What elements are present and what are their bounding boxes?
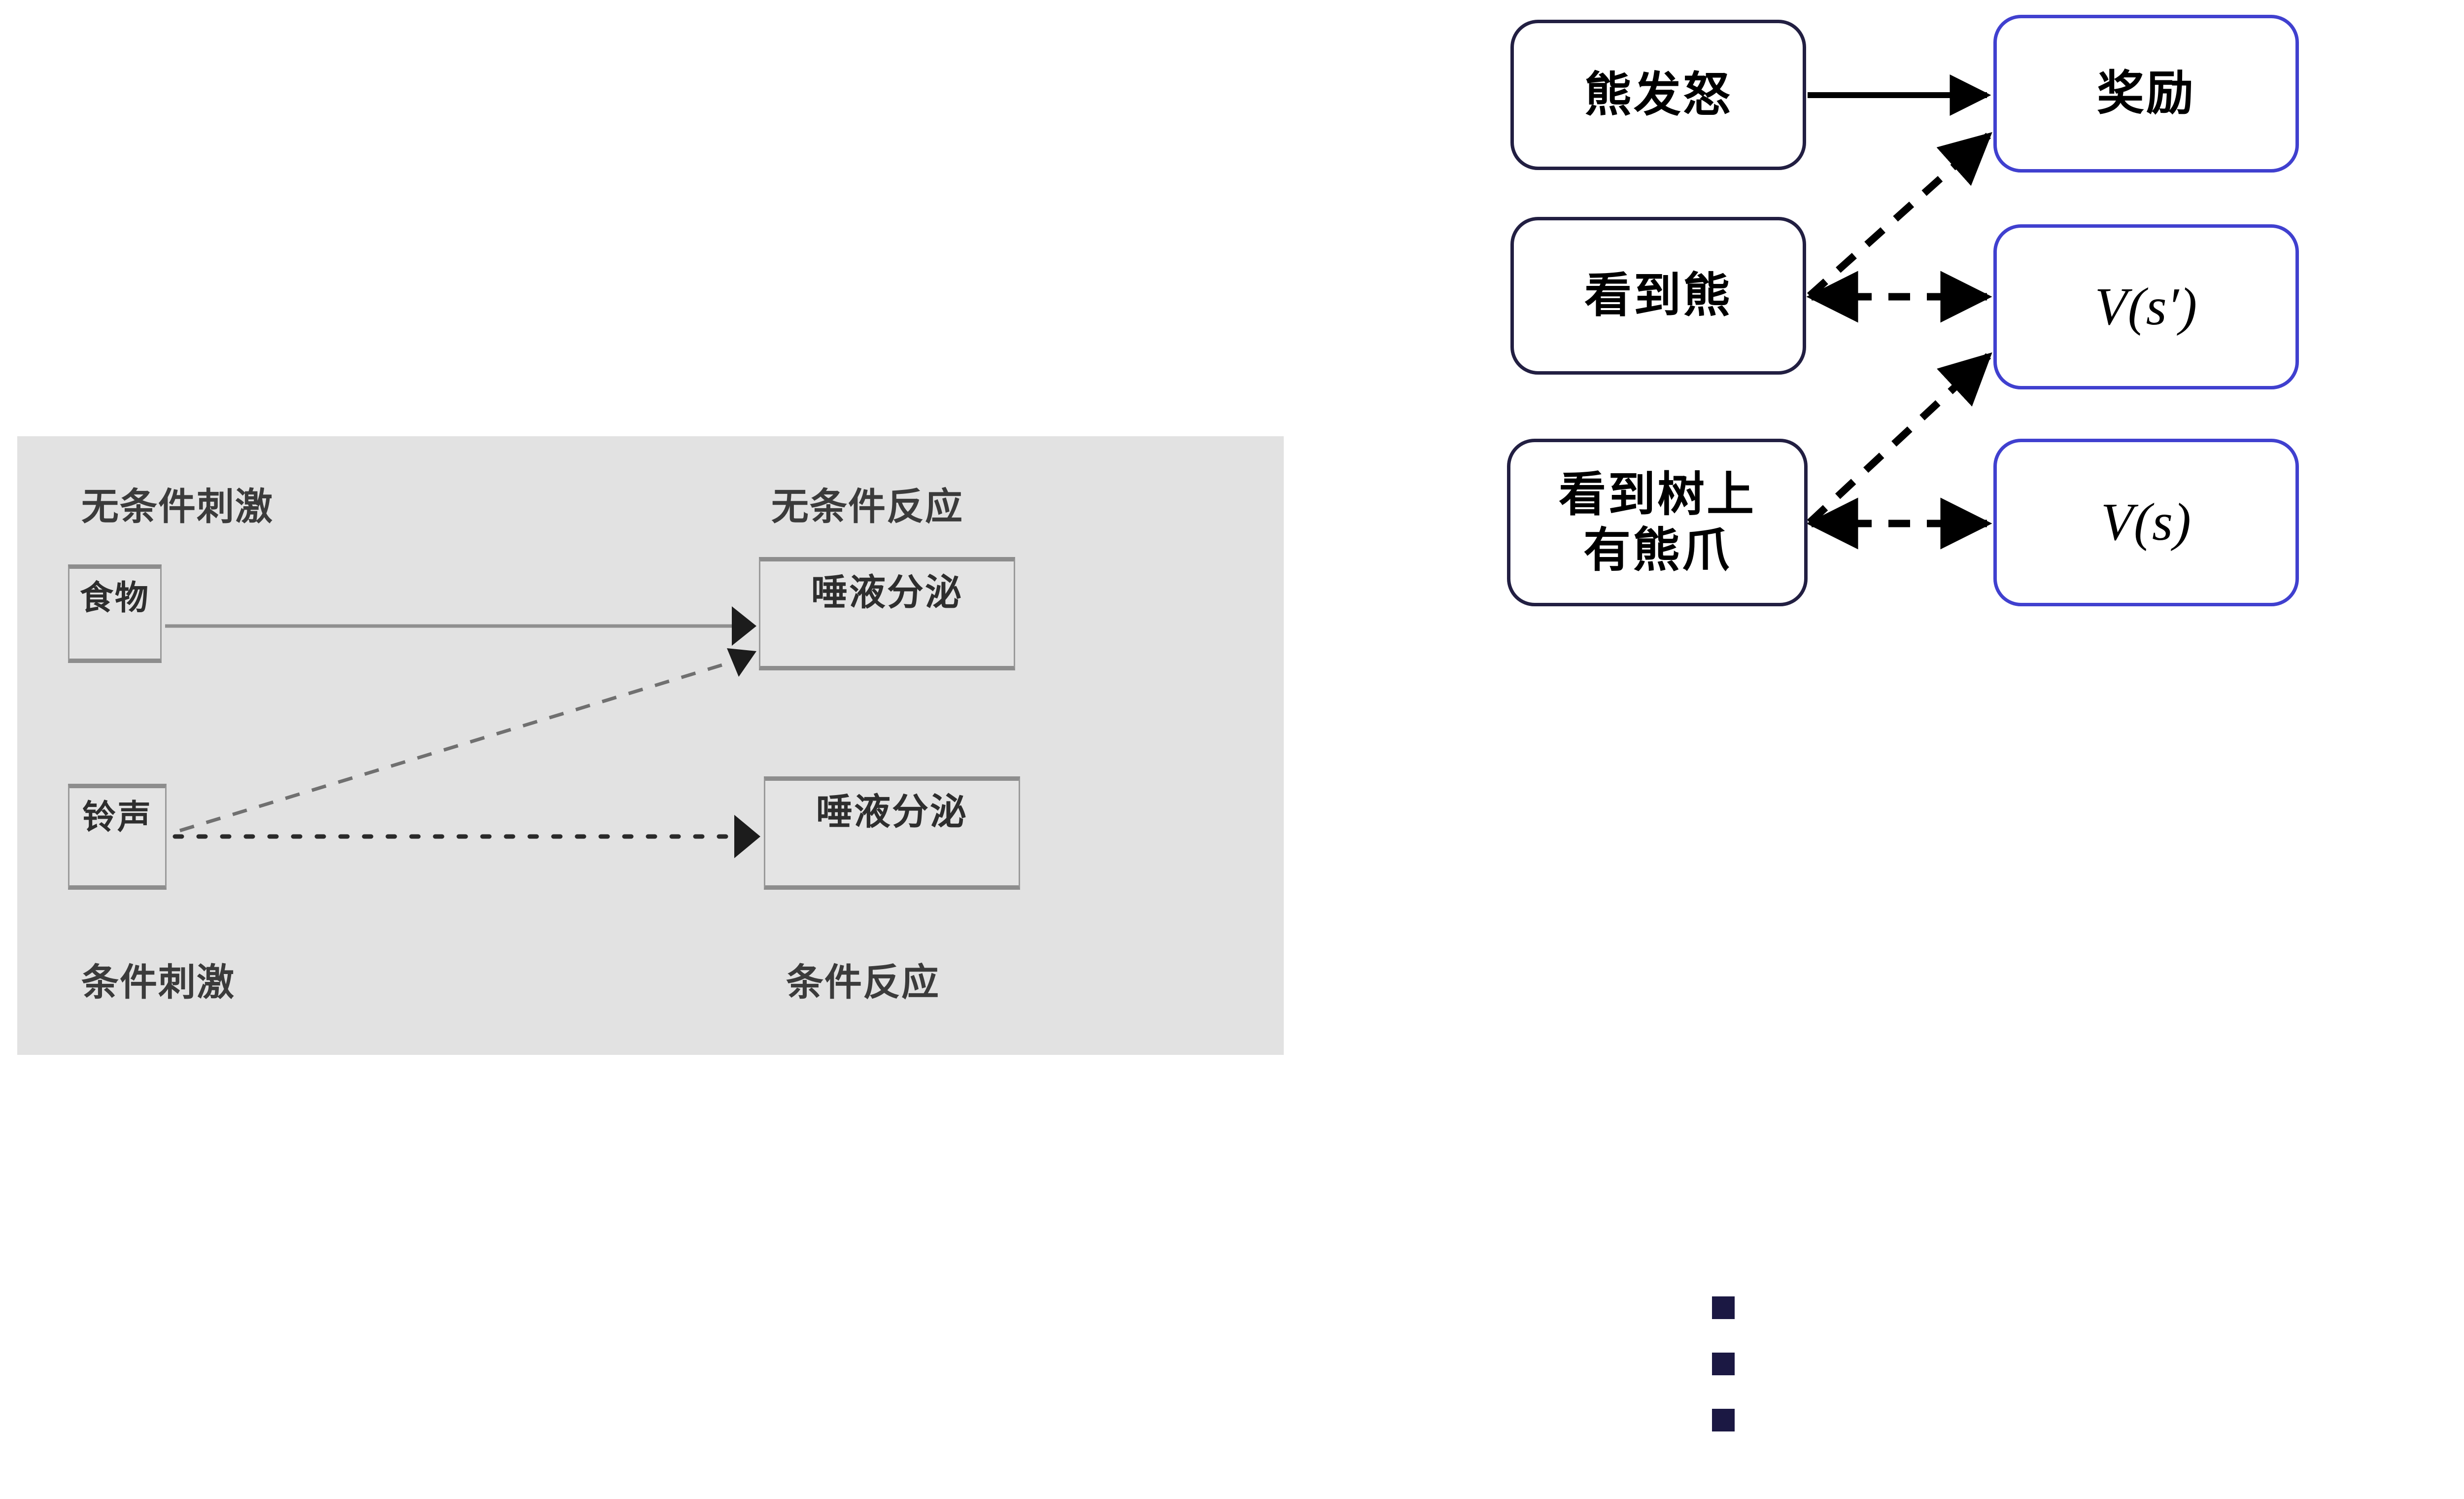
node-see-bear: 看到熊 [1510,217,1806,375]
node-see-claw-label: 看到树上 有熊爪 [1559,466,1756,578]
rl-edges [1806,74,1992,550]
node-bear-angry: 熊发怒 [1510,20,1806,170]
node-bear-angry-label: 熊发怒 [1584,67,1732,122]
label-conditioned-response: 条件反应 [786,960,940,1004]
cc-box-salivation-bottom-label: 唾液分泌 [816,791,968,833]
cc-arrowhead-bell [734,815,760,858]
cc-box-food-label: 食物 [79,579,150,618]
label-conditioned-stimulus: 条件刺激 [81,960,235,1004]
rl-td-diagram: 熊发怒 看到熊 看到树上 有熊爪 奖励 V(s′) V(s) [1454,0,2464,1499]
cc-arrowhead-bell-diagonal [727,648,756,677]
node-value-s-prime: V(s′) [1993,224,2299,389]
ellipsis-left-column [1712,1296,1735,1431]
node-value-s-label: V(s) [2101,493,2191,552]
cc-box-salivation-bottom: 唾液分泌 [764,776,1020,890]
classical-conditioning-panel: 无条件刺激 无条件反应 条件刺激 条件反应 食物 铃声 唾液分泌 唾液分泌 [17,436,1284,1055]
cc-box-bell-label: 铃声 [82,798,152,837]
node-see-bear-label: 看到熊 [1584,268,1732,323]
cc-arrowhead-food [732,606,756,646]
ellipsis-dot [1712,1296,1735,1319]
cc-box-salivation-top-label: 唾液分泌 [811,571,963,614]
node-value-s: V(s) [1993,439,2299,606]
node-reward: 奖励 [1993,15,2299,173]
ellipsis-dot [1712,1353,1735,1375]
label-unconditioned-response: 无条件反应 [771,485,963,528]
cc-box-bell: 铃声 [68,784,167,890]
cc-edges [165,606,760,858]
edge-see-bear-to-reward [1807,132,1992,299]
ellipsis-dot [1712,1409,1735,1431]
cc-box-food: 食物 [68,564,162,663]
node-see-bear-claw-on-tree: 看到树上 有熊爪 [1507,439,1808,606]
cc-edge-bell-to-salivation-top [179,659,738,833]
edge-see-claw-to-vsprime [1807,352,1992,525]
cc-box-salivation-top: 唾液分泌 [759,557,1015,670]
node-reward-label: 奖励 [2097,66,2195,121]
label-unconditioned-stimulus: 无条件刺激 [81,485,274,528]
node-value-s-prime-label: V(s′) [2094,277,2198,336]
